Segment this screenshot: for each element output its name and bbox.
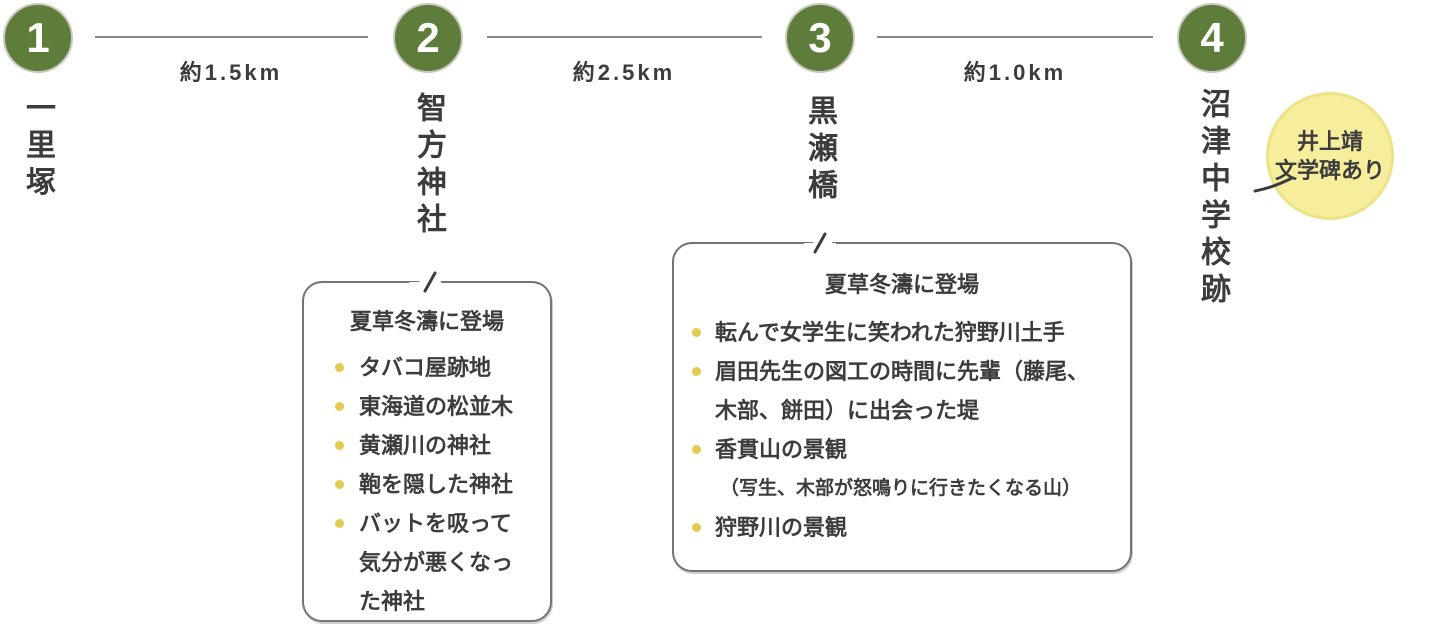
list-item: タバコ屋跡地 [335,348,530,387]
item-text: 鞄を隠した神社 [359,472,514,497]
item-text: 黄瀬川の神社 [359,433,492,458]
stop-4-number: 4 [1200,14,1224,61]
stop-4-name: 沼津中学校跡 [1196,88,1229,310]
literary-monument-note: 井上靖 文学碑あり [1266,92,1394,220]
chikata-shrine-callout: 夏草冬濤に登場 タバコ屋跡地 東海道の松並木 黄瀬川の神社 鞄を隠した神社 バッ… [302,271,552,622]
stop-4-marker: 4 [1177,3,1247,73]
callout-title: 夏草冬濤に登場 [824,272,979,297]
bullet-dot-icon [692,328,701,337]
item-text: 狩野川の景観 [715,515,848,540]
bullet-dot-icon [692,445,701,454]
bullet-dot-icon [692,367,701,376]
item-sub-note: （写生、木部が怒鳴りに行きたくなる山） [720,478,1082,499]
stop-3-name: 黒瀬橋 [803,95,836,206]
stop-2-marker: 2 [393,3,463,73]
bullet-dot-icon [335,441,344,450]
stop-1-marker: 1 [3,3,73,73]
note-line-2: 文学碑あり [1274,158,1385,183]
stop-2-number: 2 [416,14,440,61]
list-item: 眉田先生の図工の時間に先輩（藤尾、木部、餅田）に出会った堤 [692,352,1104,430]
distance-label-1-2: 約1.5km [179,60,283,85]
stop-3-marker: 3 [785,3,855,73]
bullet-dot-icon [335,363,344,372]
kurose-bridge-callout: 夏草冬濤に登場 転んで女学生に笑われた狩野川土手 眉田先生の図工の時間に先輩（藤… [672,232,1132,572]
distance-label-3-4: 約1.0km [963,60,1067,85]
stop-1-name: 一里塚 [21,92,54,203]
stop-2-name: 智方神社 [412,92,445,240]
item-text: 東海道の松並木 [359,394,514,419]
route-line-2-3 [487,36,762,38]
distance-label-2-3: 約2.5km [572,60,676,85]
list-item: 黄瀬川の神社 [335,426,530,465]
list-item: 狩野川の景観 [692,508,1104,547]
bullet-dot-icon [692,523,701,532]
callout-list: タバコ屋跡地 東海道の松並木 黄瀬川の神社 鞄を隠した神社 バットを吸って気分が… [304,348,550,621]
stop-1-number: 1 [26,14,50,61]
callout-title: 夏草冬濤に登場 [349,309,504,334]
bullet-dot-icon [335,480,344,489]
list-item: 香貫山の景観 [692,430,1104,469]
speech-tail-icon [409,271,443,293]
speech-tail-icon [804,232,836,254]
list-item: 鞄を隠した神社 [335,465,530,504]
item-text: 香貫山の景観 [715,437,848,462]
list-item: バットを吸って気分が悪くなった神社 [335,504,530,621]
note-line-1: 井上靖 [1296,129,1363,154]
callout-list: 転んで女学生に笑われた狩野川土手 眉田先生の図工の時間に先輩（藤尾、木部、餅田）… [674,313,1130,547]
item-text: バットを吸って気分が悪くなった神社 [359,511,514,614]
item-text: 転んで女学生に笑われた狩野川土手 [715,320,1065,345]
bullet-dot-icon [335,402,344,411]
list-item: 東海道の松並木 [335,387,530,426]
route-line-1-2 [95,36,368,38]
item-text: 眉田先生の図工の時間に先輩（藤尾、木部、餅田）に出会った堤 [715,359,1090,423]
bullet-dot-icon [335,519,344,528]
route-line-3-4 [877,36,1153,38]
note-pointer-icon [1253,176,1294,193]
stop-3-number: 3 [808,14,832,61]
item-text: タバコ屋跡地 [359,355,492,380]
list-item: 転んで女学生に笑われた狩野川土手 [692,313,1104,352]
